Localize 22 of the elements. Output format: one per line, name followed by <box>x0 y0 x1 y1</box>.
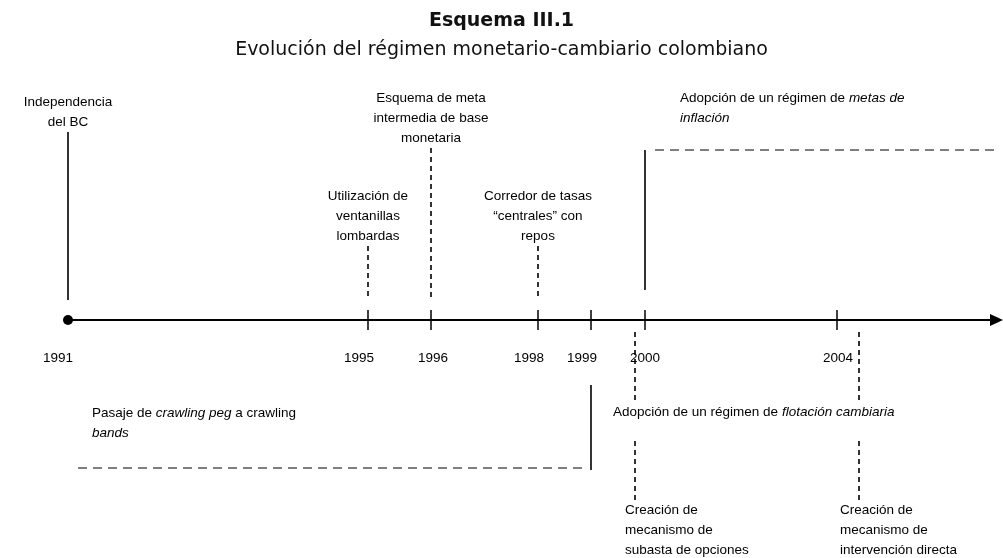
year-label: 2004 <box>823 350 854 365</box>
event-text: Creación de mecanismo de intervención directa <box>840 502 958 557</box>
event-text: Utilización de ventanillas lombardas <box>327 188 409 243</box>
leader-line <box>858 329 860 501</box>
year-label: 1995 <box>344 350 375 365</box>
event-text: Independencia del BC <box>23 94 113 129</box>
event-text: Corredor de tasas “centrales” con repos <box>483 188 593 243</box>
year-label: 1998 <box>514 350 545 365</box>
event-text: Creación de mecanismo de subasta de opciones <box>625 502 749 557</box>
leader-line <box>644 149 646 291</box>
year-label: 1999 <box>567 350 598 365</box>
year-label: 2000 <box>630 350 661 365</box>
year-label: 1996 <box>418 350 449 365</box>
event-text: Adopción de un régimen de flotación cambiaria <box>613 404 895 419</box>
leader-line <box>634 329 636 501</box>
diagram-title: Esquema III.1 <box>427 8 576 30</box>
leader-line <box>67 131 69 301</box>
event-text: Pasaje de crawling peg a crawling bands <box>92 405 297 440</box>
event-text: Adopción de un régimen de metas de inflación <box>680 90 905 125</box>
diagram-subtitle: Evolución del régimen monetario-cambiario colombiano <box>234 37 769 59</box>
event-text: Esquema de meta intermedia de base monetaria <box>373 90 489 145</box>
year-label: 1991 <box>43 350 74 365</box>
